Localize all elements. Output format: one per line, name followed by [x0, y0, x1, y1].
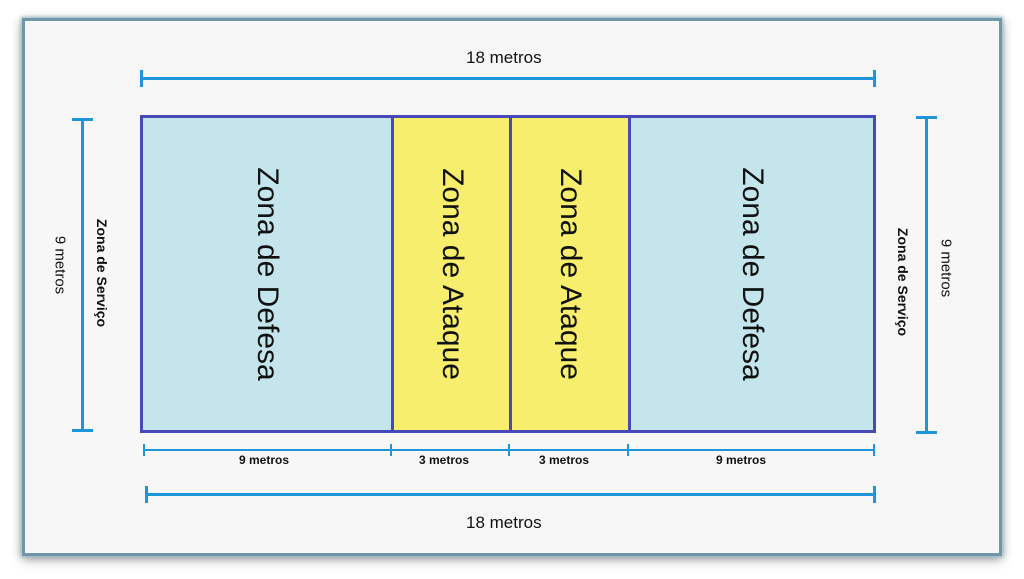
left-service-zone-label: Zona de Serviço: [94, 218, 110, 328]
segment-label-attack-right: 3 metros: [539, 453, 590, 467]
zone-label: Zona de Ataque: [554, 168, 587, 380]
zone-attack-right: Zona de Ataque: [512, 118, 631, 430]
right-width-line: [916, 116, 937, 434]
top-length-line: [140, 70, 876, 87]
zone-label: Zona de Defesa: [736, 167, 769, 381]
zone-attack-left: Zona de Ataque: [394, 118, 512, 430]
segment-tick: [627, 444, 629, 456]
segment-tick: [508, 444, 510, 456]
top-length-label: 18 metros: [466, 48, 542, 67]
segment-label-attack-left: 3 metros: [419, 453, 470, 467]
left-width-label: 9 metros: [51, 235, 69, 295]
bottom-length-line: [145, 486, 876, 503]
zone-label: Zona de Ataque: [435, 168, 469, 380]
volleyball-court: Zona de Defesa Zona de Ataque Zona de At…: [140, 115, 876, 433]
right-service-zone-label: Zona de Serviço: [895, 227, 911, 337]
segment-tick: [390, 444, 392, 456]
segment-tick: [143, 444, 145, 456]
zone-defense-left: Zona de Defesa: [143, 118, 394, 430]
left-width-line: [72, 118, 93, 432]
segment-label-defense-left: 9 metros: [239, 453, 290, 467]
bottom-length-label: 18 metros: [466, 513, 542, 532]
zone-label: Zona de Defesa: [251, 167, 284, 381]
segment-label-defense-right: 9 metros: [716, 453, 767, 467]
segment-tick: [873, 444, 875, 456]
right-width-label: 9 metros: [937, 238, 955, 298]
zone-defense-right: Zona de Defesa: [631, 118, 873, 430]
